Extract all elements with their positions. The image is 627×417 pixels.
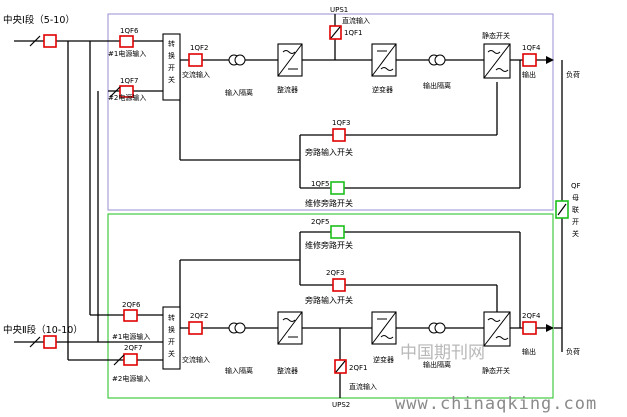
bus1-label: 中央Ⅰ段（5-10） xyxy=(3,14,75,26)
ups1-ac-input-label: 交流输入 xyxy=(182,70,210,79)
ups2-components xyxy=(29,225,537,374)
ups1-input-transformer xyxy=(228,54,246,66)
1qf1-label: 1QF1 xyxy=(344,29,362,37)
ups2-input-transformer xyxy=(228,322,246,334)
ups1-ats-char-1: 转 xyxy=(168,39,175,48)
ups2-ats-char-4: 关 xyxy=(168,349,175,358)
ups2-rectifier xyxy=(277,311,303,345)
2qf4-label: 2QF4 xyxy=(522,312,541,320)
ups2-inverter-label: 逆变器 xyxy=(373,355,394,364)
2qf6-label: 2QF6 xyxy=(122,301,141,309)
ups2-bypass-input-label: 旁路输入开关 xyxy=(305,295,353,305)
tie-char-2: 联 xyxy=(572,205,579,214)
ups2-ats-char-3: 开 xyxy=(168,338,175,346)
ups1-static-switch-label: 静态开关 xyxy=(482,31,510,40)
ups2-input-isolation-label: 输入隔离 xyxy=(225,366,253,375)
1qf7-source-label: #2电源输入 xyxy=(108,93,146,102)
1qf6-breaker[interactable] xyxy=(119,35,134,48)
ups2-ats xyxy=(162,306,181,370)
ups2-ats-char-1: 转 xyxy=(168,313,175,322)
ups1-ats-char-3: 开 xyxy=(168,64,175,72)
ups1-ats-char-4: 关 xyxy=(168,75,175,84)
ups2-output-label: 输出 xyxy=(522,347,536,356)
ups2-rectifier-label: 整流器 xyxy=(277,366,298,375)
2qf7-source-label: #2电源输入 xyxy=(112,374,150,383)
ups1-output-transformer xyxy=(428,54,446,66)
ups2-output-transformer xyxy=(428,322,446,334)
2qf2-label: 2QF2 xyxy=(190,312,208,320)
2qf6-breaker[interactable] xyxy=(123,309,138,322)
1qf7-label: 1QF7 xyxy=(120,77,138,85)
ups2-ats-char-2: 换 xyxy=(168,325,175,334)
ups1-rectifier-label: 整流器 xyxy=(277,85,298,94)
ups1-output-label: 输出 xyxy=(522,70,536,79)
ups1-inverter-label: 逆变器 xyxy=(372,85,393,94)
ups1-rectifier xyxy=(277,43,303,77)
bus1-breaker[interactable] xyxy=(43,34,57,48)
tie-char-1: 母 xyxy=(572,194,579,202)
1qf3-label: 1QF3 xyxy=(332,119,350,127)
ups1-inverter xyxy=(371,43,397,77)
watermark-url: www.chinaqking.com xyxy=(395,394,597,414)
tie-qf-label: QF xyxy=(571,182,581,190)
ups1-bypass-input-label: 旁路输入开关 xyxy=(305,147,353,157)
2qf5-breaker[interactable] xyxy=(330,225,345,239)
2qf4-breaker[interactable] xyxy=(522,321,537,335)
1qf4-breaker[interactable] xyxy=(522,53,537,67)
2qf5-label: 2QF5 xyxy=(311,218,329,226)
ups1-load-label: 负荷 xyxy=(566,70,580,79)
ups1-maint-bypass-label: 维修旁路开关 xyxy=(305,198,353,208)
tie-char-4: 关 xyxy=(572,229,579,238)
2qf3-breaker[interactable] xyxy=(332,278,346,292)
1qf3-breaker[interactable] xyxy=(332,128,346,142)
2qf6-source-label: #1电源输入 xyxy=(112,332,150,341)
ups2-dc-input-label: 直流输入 xyxy=(349,382,377,391)
tie-char-3: 开 xyxy=(572,218,579,226)
ups1-label: UPS1 xyxy=(330,6,348,14)
ups1-components xyxy=(29,25,537,195)
ups1-output-isolation-label: 输出隔离 xyxy=(423,81,451,90)
bus2-label: 中央Ⅱ段（10-10） xyxy=(3,324,83,336)
2qf7-label: 2QF7 xyxy=(124,344,142,352)
ups2-static-switch-label: 静态开关 xyxy=(482,366,510,375)
1qf4-label: 1QF4 xyxy=(522,44,541,52)
1qf2-label: 1QF2 xyxy=(190,44,208,52)
2qf3-label: 2QF3 xyxy=(326,269,344,277)
bus2-breaker[interactable] xyxy=(43,335,57,349)
ups2-inverter xyxy=(371,311,397,345)
ups1-dc-input-label: 直流输入 xyxy=(342,16,370,25)
ups2-maint-bypass-label: 维修旁路开关 xyxy=(305,240,353,250)
ups2-output-isolation-label: 输出隔离 xyxy=(423,360,451,369)
2qf2-breaker[interactable] xyxy=(188,321,203,335)
ups2-frame xyxy=(107,213,554,399)
1qf6-label: 1QF6 xyxy=(120,27,139,35)
ups1-input-isolation-label: 输入隔离 xyxy=(225,88,253,97)
ups1-static-switch xyxy=(483,43,511,79)
ups2-static-switch xyxy=(483,311,511,347)
1qf7-breaker[interactable] xyxy=(119,85,134,98)
ups2-load-label: 负荷 xyxy=(566,347,580,356)
ups1-ats xyxy=(162,33,181,101)
1qf5-breaker[interactable] xyxy=(330,181,345,195)
1qf2-breaker[interactable] xyxy=(188,53,203,67)
1qf6-source-label: #1电源输入 xyxy=(108,49,146,58)
watermark-cn: 中国期刊网 xyxy=(400,343,485,363)
ups2-ac-input-label: 交流输入 xyxy=(182,355,210,364)
ups1-ats-char-2: 换 xyxy=(168,51,175,60)
1qf5-label: 1QF5 xyxy=(311,180,329,188)
2qf7-breaker[interactable] xyxy=(123,353,138,366)
ups1-frame xyxy=(107,13,554,211)
ups2-label: UPS2 xyxy=(332,401,350,409)
2qf1-label: 2QF1 xyxy=(349,364,367,372)
